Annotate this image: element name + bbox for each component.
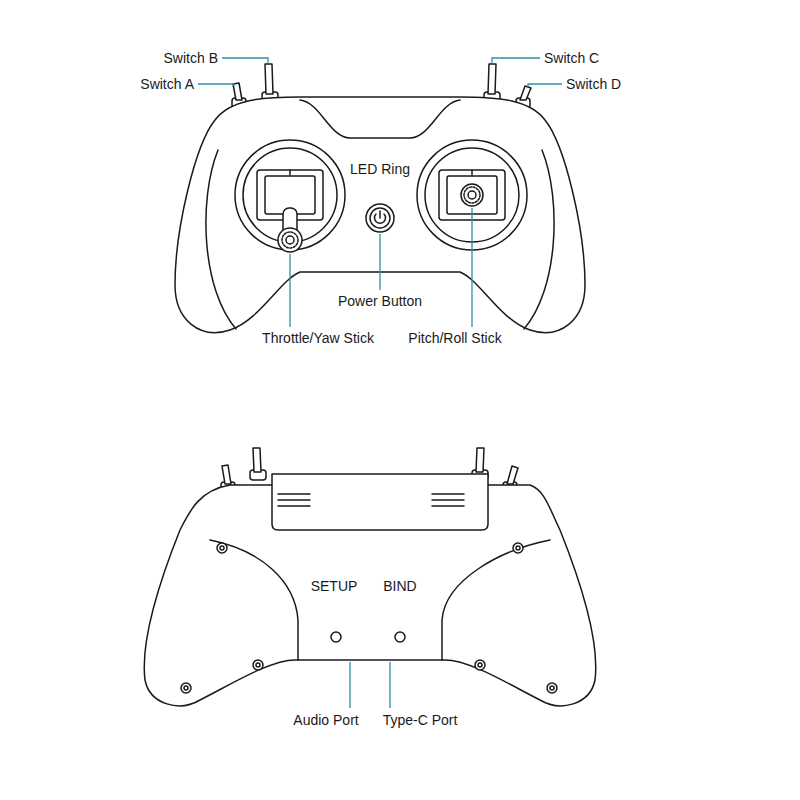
label-anchor: LED Ring: [350, 161, 410, 177]
part-label: Audio Port: [293, 712, 358, 728]
label-anchor: Switch D: [566, 76, 621, 92]
part-label: Switch D: [566, 76, 621, 92]
screws: [181, 543, 557, 693]
label-anchor: Pitch/Roll Stick: [408, 330, 501, 346]
label-anchor: Switch C: [544, 50, 599, 66]
label-anchor: Audio Port: [293, 712, 358, 728]
label-anchor: Switch B: [164, 50, 218, 66]
leader-lines: [198, 58, 562, 708]
part-label: LED Ring: [350, 161, 410, 177]
label-anchor: Throttle/Yaw Stick: [262, 330, 374, 346]
part-label: Pitch/Roll Stick: [408, 330, 501, 346]
label-anchor: Type-C Port: [383, 712, 458, 728]
power-button: [366, 204, 394, 232]
part-label: Type-C Port: [383, 712, 458, 728]
part-label: SETUP: [311, 578, 358, 594]
part-label: Power Button: [338, 293, 422, 309]
label-anchor: SETUP: [311, 578, 358, 594]
label-anchor: BIND: [383, 578, 416, 594]
label-anchor: Switch A: [140, 76, 194, 92]
front-view: [175, 64, 585, 333]
setup-button: [331, 632, 341, 642]
label-anchor: Power Button: [338, 293, 422, 309]
part-label: Switch C: [544, 50, 599, 66]
bind-button: [395, 632, 405, 642]
battery-cover: [272, 474, 488, 530]
controller-body: [175, 97, 585, 333]
gimbal-left: [235, 140, 345, 252]
part-label: BIND: [383, 578, 416, 594]
part-label: Throttle/Yaw Stick: [262, 330, 374, 346]
back-view: [144, 448, 596, 706]
part-label: Switch B: [164, 50, 218, 66]
part-label: Switch A: [140, 76, 194, 92]
vents: [278, 494, 464, 506]
